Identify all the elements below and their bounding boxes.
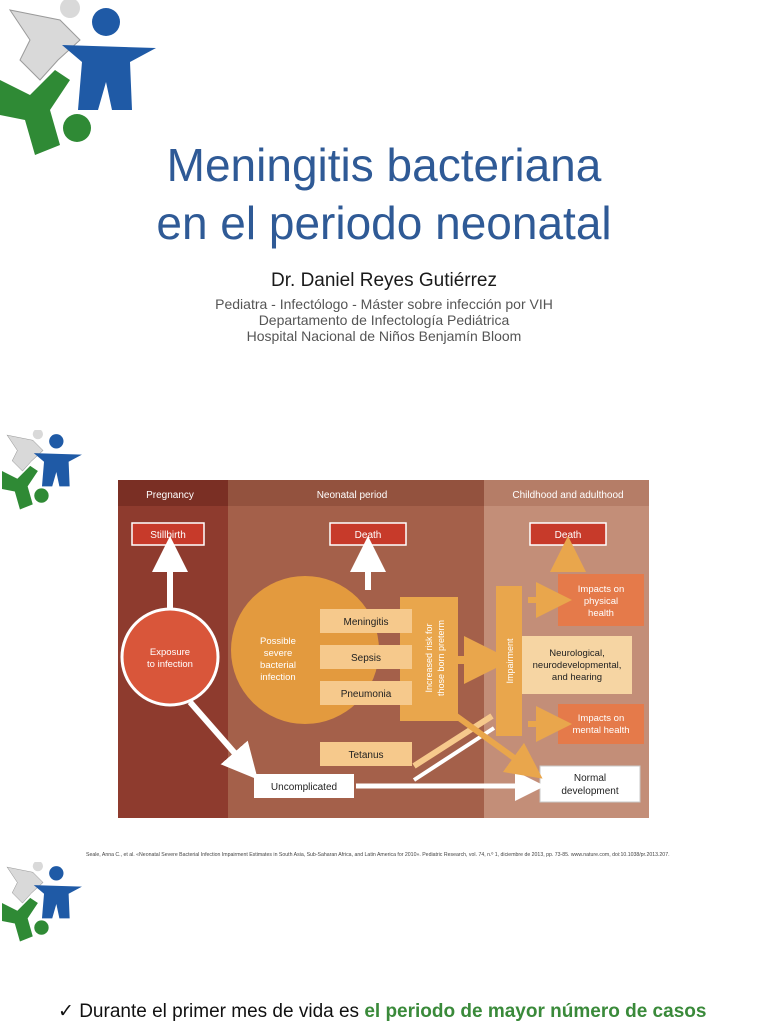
increased-risk-l2: those born preterm [436,620,446,696]
neuro-l1: Neurological, [549,648,604,659]
physical-l1: Impacts on [578,584,624,595]
check-icon: ✓ [58,1001,74,1022]
neuro-l3: and hearing [552,672,602,683]
header-neonatal: Neonatal period [317,490,388,501]
header-childhood: Childhood and adulthood [512,490,623,501]
psbi-label-2: severe [264,648,293,659]
exposure-label-l1: Exposure [150,647,190,658]
mental-l2: mental health [572,725,629,736]
death-box-childhood: Death [555,530,582,541]
affiliation-line2: Departamento de Infectología Pediátrica [258,312,510,328]
uncomplicated-box: Uncomplicated [271,782,337,793]
tetanus-box: Tetanus [348,750,383,761]
slide-title-line2: en el periodo neonatal [156,197,612,249]
kids-logo [0,0,156,155]
neuro-l2: neurodevelopmental, [533,660,622,671]
exposure-label-l2: to infection [147,659,193,670]
author-name: Dr. Daniel Reyes Gutiérrez [271,270,497,291]
physical-l2: physical [584,596,618,607]
neonatal-infection-diagram: Pregnancy Neonatal period Childhood and … [118,480,649,818]
citation: Seale, Anna C., et al. «Neonatal Severe … [86,852,670,858]
pneumonia-box: Pneumonia [341,689,392,700]
increased-risk-l1: Increased risk for [424,623,434,692]
bullet-text: Durante el primer mes de vida es [79,1001,360,1022]
normal-dev-l2: development [561,786,618,797]
bullet-point: ✓ Durante el primer mes de vida es el pe… [58,1000,706,1023]
psbi-label-1: Possible [260,636,296,647]
green-figure [0,70,91,155]
title-slide: Meningitis bacteriana en el periodo neon… [0,0,768,420]
normal-dev-l1: Normal [574,773,606,784]
gray-figure [8,0,81,81]
mental-l1: Impacts on [578,713,624,724]
slide-title-line1: Meningitis bacteriana [166,139,602,191]
affiliation-line3: Hospital Nacional de Niños Benjamín Bloo… [246,328,522,344]
kids-logo-small-3 [2,862,82,942]
death-box-neonatal: Death [355,530,382,541]
impairment-label: Impairment [505,638,515,684]
sepsis-box: Sepsis [351,653,381,664]
meningitis-box: Meningitis [343,617,388,628]
physical-l3: health [588,608,614,619]
header-pregnancy: Pregnancy [146,490,194,501]
kids-logo-small [2,430,82,510]
blue-figure [62,8,156,110]
bullet-highlight: el periodo de mayor número de casos [364,1001,707,1022]
affiliation-line1: Pediatra - Infectólogo - Máster sobre in… [215,296,553,312]
stillbirth-box: Stillbirth [150,530,186,541]
psbi-label-3: bacterial [260,660,296,671]
psbi-label-4: infection [260,672,295,683]
